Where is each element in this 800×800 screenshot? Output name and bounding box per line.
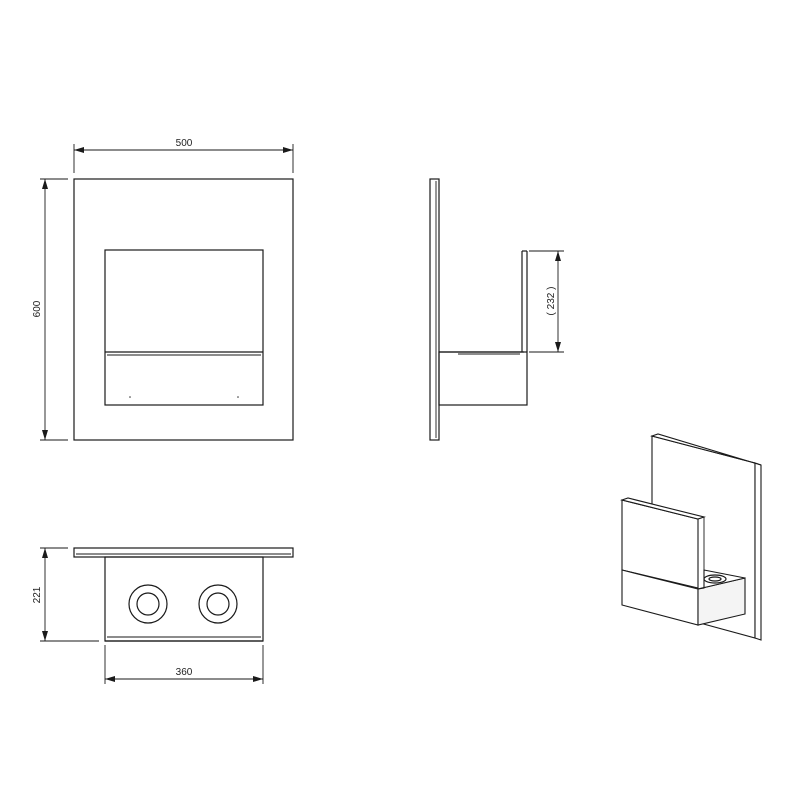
dimension-label-height: 600 [32, 300, 43, 317]
dimension-label-burner-width: 360 [176, 667, 193, 678]
front-view: 500 600 [32, 138, 294, 441]
burner-right-inner [206, 592, 230, 616]
dimension-label-width: 500 [176, 138, 193, 149]
top-burner-box [104, 556, 264, 642]
dimension-label-glass-height: ( 232 ) [546, 287, 557, 316]
burner-left-inner [136, 592, 160, 616]
iso-burner [703, 574, 727, 584]
burner-right-outer [198, 584, 238, 624]
front-opening [104, 249, 264, 406]
burner-left-outer [128, 584, 168, 624]
dimension-label-depth: 221 [32, 586, 43, 603]
side-burner-box [438, 351, 528, 406]
top-view: 221 360 [32, 547, 294, 684]
top-back-panel [73, 547, 294, 558]
side-back-panel [429, 178, 440, 441]
isometric-view [620, 433, 762, 641]
side-view: ( 232 ) [429, 178, 564, 441]
front-panel [73, 178, 294, 441]
